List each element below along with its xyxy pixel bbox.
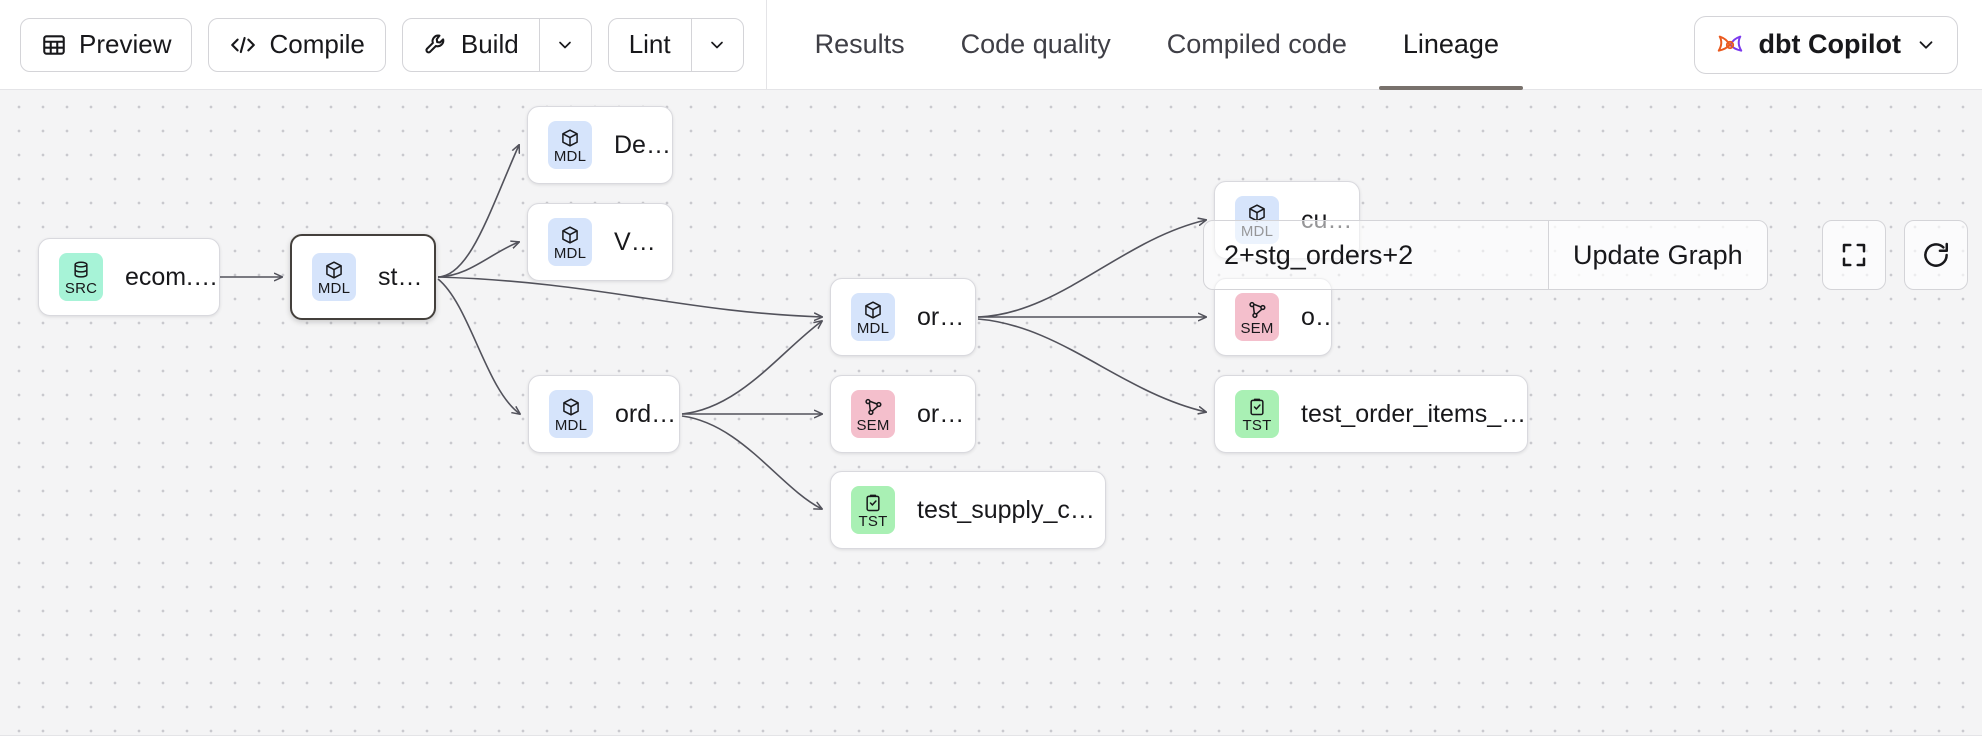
- chevron-down-icon: [555, 35, 575, 55]
- build-button-label: Build: [460, 29, 519, 59]
- node-label: orders: [1301, 302, 1331, 331]
- lineage-node-demo[interactable]: MDL Demo: [527, 106, 673, 184]
- status-bar: [0, 735, 1982, 748]
- node-type-code: TST: [858, 512, 888, 530]
- build-button[interactable]: Build: [403, 19, 539, 71]
- wrench-icon: [423, 32, 449, 58]
- lint-dropdown-toggle[interactable]: [690, 18, 743, 71]
- node-type-code: SEM: [856, 416, 890, 434]
- top-toolbar: Preview Compile Build: [0, 0, 1982, 90]
- dbt-copilot-button[interactable]: dbt Copilot: [1693, 15, 1958, 74]
- tab-compiled-code[interactable]: Compiled code: [1139, 0, 1375, 90]
- fit-view-button[interactable]: [1821, 220, 1886, 290]
- node-label: test_order_items_compute_to_bools_c...: [1301, 399, 1527, 428]
- node-label: stg_orders: [378, 262, 434, 291]
- lint-button-label: Lint: [628, 29, 671, 59]
- lineage-node-test_supply[interactable]: TST test_supply_costs_sum_correctly: [830, 471, 1106, 549]
- node-label: orders: [917, 302, 975, 331]
- toolbar-divider: [765, 0, 767, 90]
- node-type-badge-sem: SEM: [851, 390, 895, 438]
- node-type-code: SRC: [64, 279, 98, 297]
- preview-button-label: Preview: [79, 29, 172, 59]
- node-type-badge-mdl: MDL: [548, 218, 592, 266]
- node-label: VE_Demo: [614, 227, 672, 256]
- lineage-node-orders_mdl[interactable]: MDL orders: [830, 278, 976, 356]
- build-dropdown-toggle[interactable]: [538, 18, 591, 71]
- node-type-code: MDL: [856, 319, 890, 337]
- cube-icon: [324, 259, 344, 281]
- update-graph-button[interactable]: Update Graph: [1548, 221, 1767, 289]
- node-type-code: MDL: [553, 244, 587, 262]
- node-type-badge-mdl: MDL: [548, 121, 592, 169]
- database-icon: [71, 259, 91, 281]
- clipboard-check-icon: [1247, 396, 1267, 418]
- cube-icon: [863, 299, 883, 321]
- lineage-node-order_item_sem[interactable]: SEM order_item: [830, 375, 976, 453]
- node-type-badge-mdl: MDL: [549, 390, 593, 438]
- tab-results[interactable]: Results: [787, 0, 933, 90]
- node-label: order_item: [917, 399, 975, 428]
- node-type-badge-mdl: MDL: [851, 293, 895, 341]
- lineage-edges: [220, 90, 1982, 735]
- node-label: Demo: [614, 130, 672, 159]
- lineage-node-test_order_items[interactable]: TST test_order_items_compute_to_bools_c..…: [1214, 375, 1528, 453]
- tab-lineage-label: Lineage: [1402, 29, 1499, 59]
- graph-selector-group: Update Graph: [1203, 220, 1768, 290]
- code-brackets-icon: [229, 32, 257, 58]
- preview-button[interactable]: Preview: [20, 17, 193, 72]
- lint-button[interactable]: Lint: [609, 19, 691, 71]
- node-label: order_items: [615, 399, 679, 428]
- cube-icon: [560, 224, 580, 246]
- lineage-node-ecom_raw_orders[interactable]: SRC ecom.raw_orders: [38, 238, 220, 316]
- dbt-copilot-label: dbt Copilot: [1758, 29, 1901, 59]
- graph-selector-input[interactable]: [1204, 221, 1548, 289]
- node-type-code: MDL: [554, 416, 588, 434]
- cube-icon: [560, 127, 580, 149]
- tab-code-quality[interactable]: Code quality: [933, 0, 1139, 90]
- node-type-code: MDL: [553, 147, 587, 165]
- tab-lineage[interactable]: Lineage: [1375, 0, 1527, 90]
- lint-button-group[interactable]: Lint: [607, 17, 744, 72]
- node-type-badge-mdl: MDL: [312, 253, 356, 301]
- node-label: ecom.raw_orders: [125, 262, 219, 291]
- semantic-icon: [863, 396, 883, 418]
- compile-button-label: Compile: [269, 29, 365, 59]
- node-type-badge-tst: TST: [851, 486, 895, 534]
- graph-icon-buttons: [1821, 220, 1968, 290]
- tab-results-label: Results: [814, 29, 905, 59]
- clipboard-check-icon: [863, 492, 883, 514]
- update-graph-label: Update Graph: [1573, 239, 1743, 270]
- compile-button[interactable]: Compile: [208, 17, 386, 72]
- node-type-code: MDL: [317, 279, 351, 297]
- chevron-down-icon: [1915, 34, 1937, 56]
- toolbar-right: dbt Copilot: [1693, 15, 1982, 74]
- lineage-node-ve_demo[interactable]: MDL VE_Demo: [527, 203, 673, 281]
- node-type-badge-sem: SEM: [1235, 293, 1279, 341]
- node-label: test_supply_costs_sum_correctly: [917, 495, 1105, 524]
- table-icon: [41, 32, 67, 58]
- node-type-code: SEM: [1240, 319, 1274, 337]
- dbt-logo-icon: [1715, 30, 1745, 60]
- semantic-icon: [1247, 299, 1267, 321]
- tab-code-quality-label: Code quality: [960, 29, 1111, 59]
- lineage-canvas[interactable]: Update Graph: [0, 90, 1982, 735]
- lineage-node-stg_orders[interactable]: MDL stg_orders: [290, 234, 436, 320]
- node-type-code: TST: [1242, 416, 1272, 434]
- cube-icon: [561, 396, 581, 418]
- tab-compiled-code-label: Compiled code: [1166, 29, 1347, 59]
- node-type-badge-src: SRC: [59, 253, 103, 301]
- node-type-badge-tst: TST: [1235, 390, 1279, 438]
- toolbar-actions: Preview Compile Build: [0, 0, 744, 89]
- chevron-down-icon: [707, 35, 727, 55]
- fullscreen-icon: [1839, 240, 1869, 270]
- graph-controls: Update Graph: [1203, 220, 1968, 290]
- tab-bar: Results Code quality Compiled code Linea…: [787, 0, 1527, 90]
- refresh-icon: [1921, 240, 1951, 270]
- lineage-node-order_items[interactable]: MDL order_items: [528, 375, 680, 453]
- build-button-group[interactable]: Build: [401, 17, 592, 72]
- refresh-graph-button[interactable]: [1903, 220, 1968, 290]
